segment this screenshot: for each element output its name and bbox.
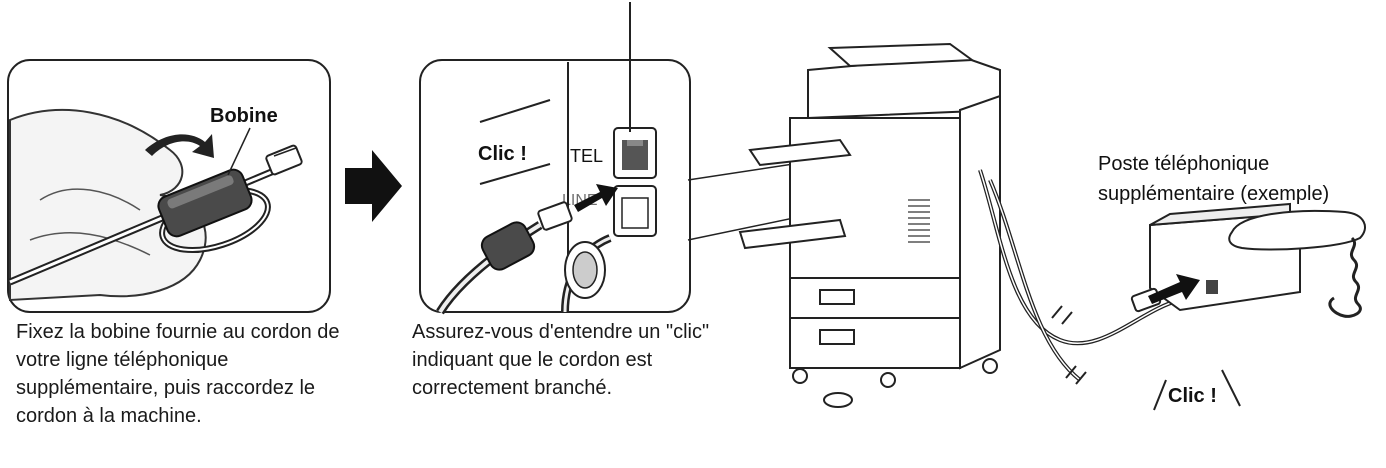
line-cord (988, 179, 1082, 382)
bobine-label: Bobine (210, 105, 278, 127)
phone-label-line1: Poste téléphonique (1098, 153, 1269, 175)
modular-plug (265, 144, 303, 176)
panel-1-ferrite-core: Bobine (7, 59, 331, 313)
step-1-caption: Fixez la bobine fournie au cordon de vot… (16, 321, 340, 427)
push-arrow-icon (1148, 274, 1200, 304)
step-2-caption: Assurez-vous d'entendre un "clic" indiqu… (412, 321, 710, 399)
ferrite-core (157, 168, 253, 238)
multifunction-printer (738, 42, 1001, 408)
click-label: Clic ! (478, 143, 527, 165)
phone-label-line2: supplémentaire (exemple) (1098, 183, 1329, 205)
panel-2-jack-closeup: TEL LINE Clic ! (419, 59, 691, 315)
phone-click-label: Clic ! (1168, 385, 1217, 407)
machine-vents (908, 199, 930, 243)
tel-jack-label: TEL (570, 146, 603, 166)
next-step-arrow-icon (345, 150, 402, 222)
push-arrow-icon (574, 184, 618, 212)
curved-arrow-icon (145, 134, 214, 158)
tel-jack (613, 127, 657, 179)
extension-telephone (1149, 202, 1366, 318)
line-jack (613, 185, 657, 237)
